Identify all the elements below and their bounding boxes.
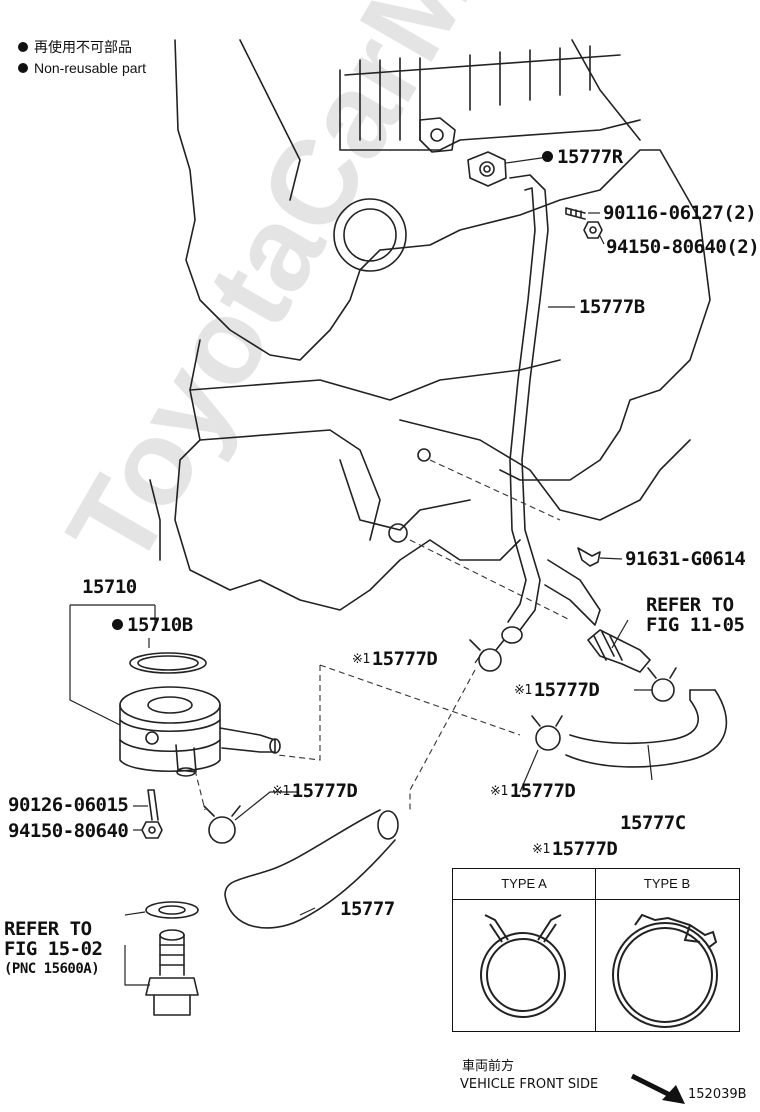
vehicle-front-en: VEHICLE FRONT SIDE bbox=[460, 1077, 599, 1092]
clamp-15777D-c bbox=[531, 715, 563, 751]
pipe-15777B bbox=[467, 151, 601, 644]
clamp-15777D-b bbox=[647, 667, 677, 702]
figure-id: 152039B bbox=[688, 1087, 747, 1102]
non-reusable-dot-icon bbox=[18, 42, 28, 52]
legend-en: Non-reusable part bbox=[18, 61, 146, 75]
label-91631-G0614[interactable]: 91631-G0614 bbox=[625, 548, 746, 570]
legend-jp: 再使用不可部品 bbox=[18, 40, 132, 54]
label-90126-06015[interactable]: 90126-06015 bbox=[8, 794, 129, 816]
nut-94150-lower bbox=[141, 821, 163, 839]
label-refer-fig-11-05-line1[interactable]: REFER TO bbox=[646, 594, 734, 616]
label-15710[interactable]: 15710 bbox=[82, 576, 137, 598]
label-15777[interactable]: 15777 bbox=[340, 898, 395, 920]
hose-15777 bbox=[224, 809, 399, 929]
hose-15777C bbox=[565, 689, 728, 768]
sensor-fitting bbox=[587, 629, 651, 673]
union-bolt bbox=[145, 901, 199, 1016]
clamp-type-table: TYPE A TYPE B bbox=[452, 868, 740, 1032]
label-refer-pnc-15600A[interactable]: (PNC 15600A) bbox=[4, 961, 100, 977]
bolt-91631 bbox=[577, 547, 601, 567]
label-15710B[interactable]: 15710B bbox=[112, 616, 193, 635]
label-94150-80640-lower[interactable]: 94150-80640 bbox=[8, 820, 129, 842]
vehicle-front-arrow bbox=[630, 1073, 685, 1104]
vehicle-front-jp: 車両前方 bbox=[462, 1059, 515, 1074]
type-b-header: TYPE B bbox=[643, 876, 691, 891]
dashed-lines bbox=[194, 459, 571, 811]
engine-block bbox=[149, 39, 711, 611]
label-90116-06127[interactable]: 90116-06127(2) bbox=[603, 202, 757, 224]
label-94150-80640-upper[interactable]: 94150-80640(2) bbox=[606, 236, 760, 258]
leader-lines bbox=[69, 156, 653, 986]
type-a-header: TYPE A bbox=[501, 876, 547, 891]
label-15777B[interactable]: 15777B bbox=[579, 296, 645, 318]
non-reusable-dot-icon bbox=[18, 63, 28, 73]
nut-94150-upper bbox=[583, 221, 603, 239]
label-15777C[interactable]: 15777C bbox=[620, 812, 686, 834]
table-divider-horizontal bbox=[453, 899, 739, 900]
clamp-15777D-d bbox=[203, 805, 241, 844]
label-refer-fig-11-05-line2[interactable]: FIG 11-05 bbox=[646, 614, 745, 636]
label-refer-fig-15-02-line2[interactable]: FIG 15-02 bbox=[4, 938, 103, 960]
label-refer-fig-15-02-line1[interactable]: REFER TO bbox=[4, 918, 92, 940]
table-divider-vertical bbox=[595, 869, 596, 1031]
bolt-90116 bbox=[565, 207, 586, 220]
label-15777R[interactable]: 15777R bbox=[542, 148, 623, 167]
non-reusable-dot-icon bbox=[542, 151, 553, 162]
gasket-15777R bbox=[483, 165, 491, 173]
oil-cooler-15710 bbox=[119, 652, 281, 777]
clamp-type-a-drawing bbox=[480, 914, 566, 1018]
bolt-90126 bbox=[147, 789, 159, 821]
non-reusable-dot-icon bbox=[112, 619, 123, 630]
clamp-15777D-a bbox=[469, 639, 505, 672]
clamp-type-b-drawing bbox=[612, 913, 718, 1028]
